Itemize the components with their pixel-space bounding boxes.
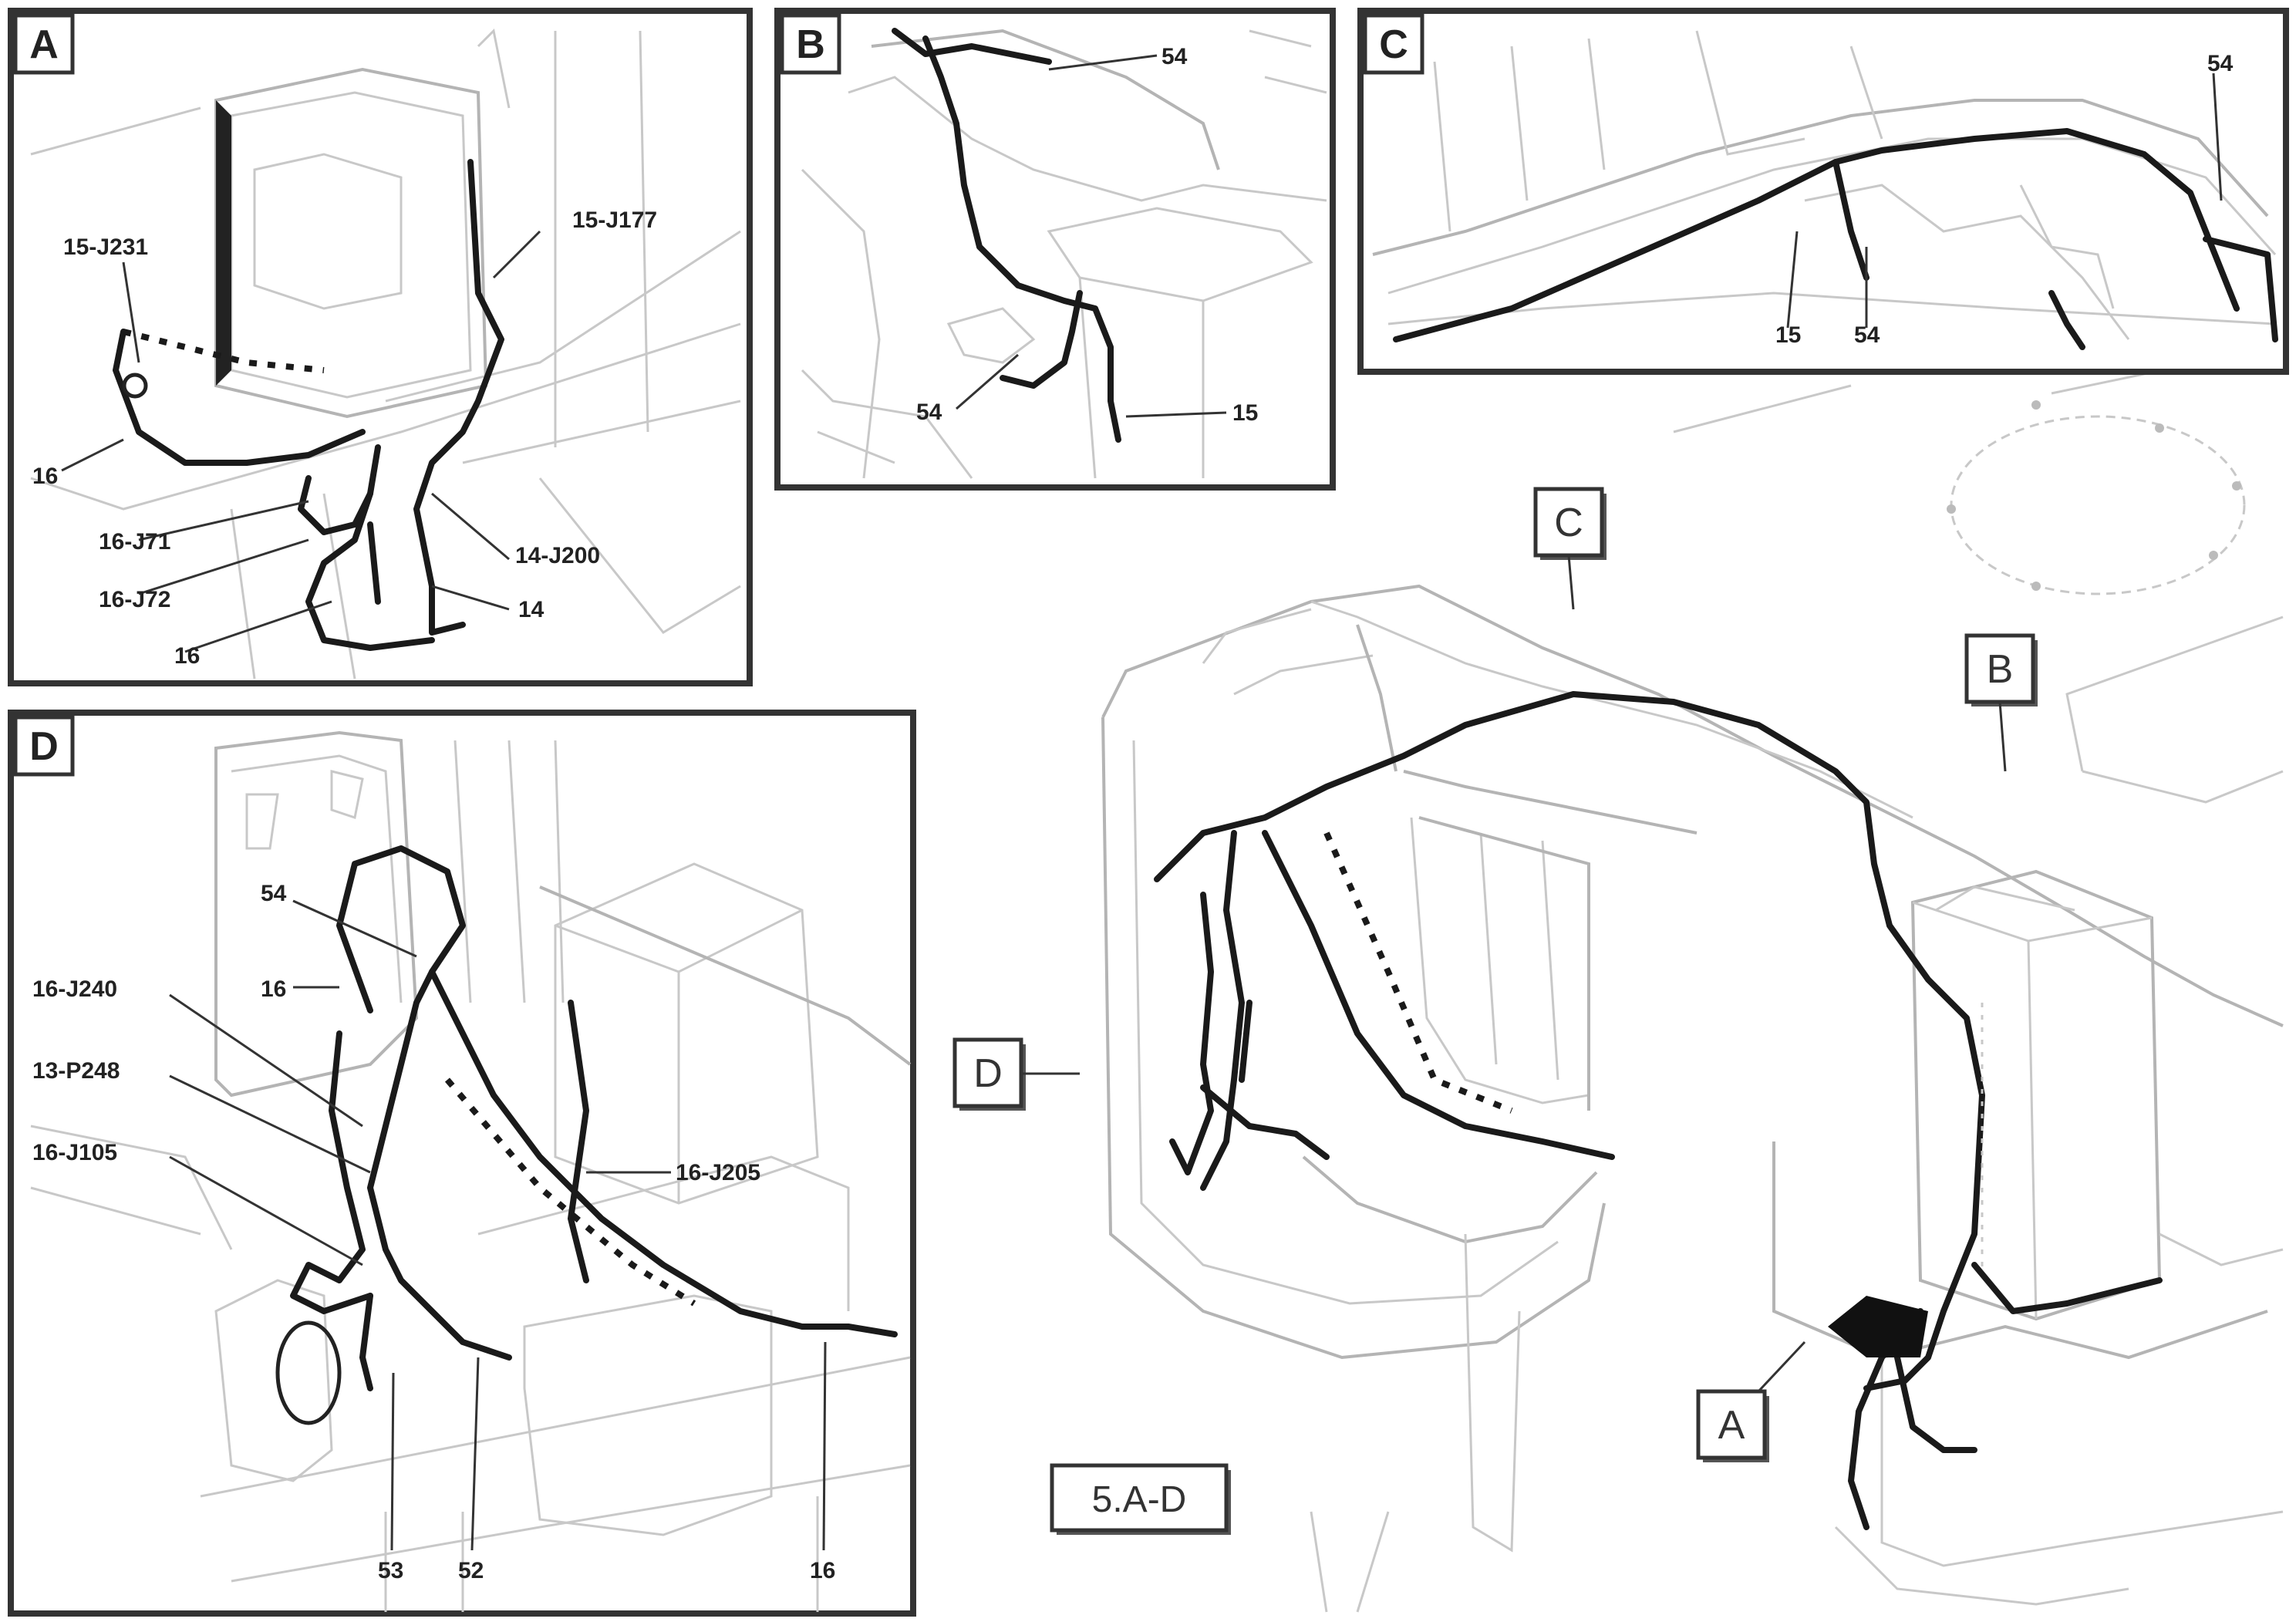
panel-c-callout-54-right: 54	[2207, 51, 2234, 76]
assembly-label-text: 5.A-D	[1092, 1479, 1187, 1520]
main-tag-b-text: B	[1987, 647, 2014, 692]
main-tag-c: C	[1533, 487, 1607, 610]
panel-a-callout-16-left: 16	[32, 464, 58, 489]
main-tag-d-text: D	[973, 1051, 1003, 1096]
panel-b-label: B	[796, 22, 825, 67]
panel-d-callout-16-j105: 16-J105	[32, 1140, 117, 1165]
main-tag-d: D	[952, 1037, 1080, 1111]
panel-a-callout-16-bottom: 16	[174, 643, 200, 669]
panel-d-callout-13-p248: 13-P248	[32, 1058, 120, 1084]
panel-c-callout-54-bottom: 54	[1854, 322, 1880, 348]
panel-d-callout-16-j240: 16-J240	[32, 976, 117, 1002]
assembly-label: 5.A-D	[1050, 1463, 1231, 1535]
detail-panel-c: C 54 15 54	[1357, 8, 2289, 375]
panel-d-callout-52: 52	[458, 1558, 484, 1583]
panel-a-callout-14-j200: 14-J200	[515, 543, 600, 568]
panel-d-callout-16-j205: 16-J205	[676, 1160, 760, 1185]
panel-c-label: C	[1379, 22, 1408, 67]
panel-b-callout-54-bottom: 54	[916, 400, 942, 425]
panel-a-callout-15-j231: 15-J231	[63, 234, 148, 260]
detail-panel-a: A 15-J231 15-J177 16 16-J71 16-J72 16	[8, 8, 753, 686]
main-tag-a: A	[1696, 1340, 1806, 1462]
panel-d-callout-53: 53	[378, 1558, 403, 1583]
main-tag-a-text: A	[1718, 1403, 1745, 1448]
panel-a-callout-16-j71: 16-J71	[99, 529, 170, 555]
detail-panel-d: D 54 16 16-J240 13-P248 1	[8, 710, 916, 1617]
panel-d-callout-16: 16	[261, 976, 286, 1002]
panel-c-callout-15: 15	[1775, 322, 1801, 348]
panel-a-callout-16-j72: 16-J72	[99, 587, 170, 612]
panel-a-callout-15-j177: 15-J177	[572, 207, 657, 233]
detail-panel-b: B 54 54 15	[774, 8, 1336, 491]
panel-d-callout-54: 54	[261, 881, 287, 906]
main-tag-c-text: C	[1554, 501, 1583, 545]
panel-a-callout-14: 14	[518, 597, 544, 622]
panel-b-callout-15: 15	[1232, 400, 1258, 426]
panel-d-callout-16-bottom: 16	[810, 1558, 835, 1583]
panel-d-label: D	[29, 724, 59, 769]
main-tag-b: B	[1964, 633, 2038, 772]
panel-a-label: A	[29, 22, 59, 67]
main-assembly-view	[1101, 353, 2284, 1613]
panel-b-callout-54-top: 54	[1161, 44, 1188, 69]
